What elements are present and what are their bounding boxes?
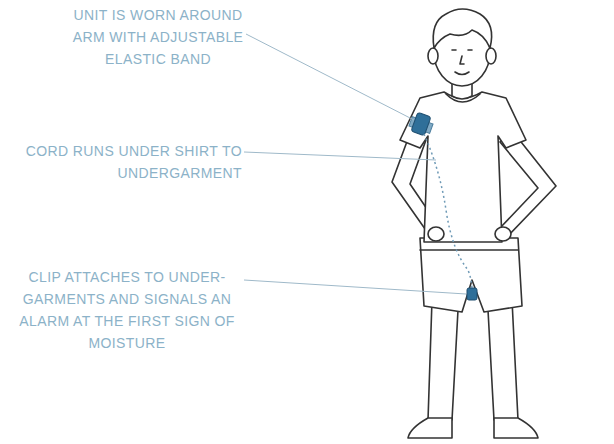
callout-text: UNIT IS WORN AROUND ARM WITH ADJUSTABLE …: [72, 4, 244, 70]
leader-line: [244, 280, 466, 294]
callout-text: CLIP ATTACHES TO UNDER- GARMENTS AND SIG…: [10, 266, 244, 354]
alarm-unit: [411, 112, 431, 136]
left-ear: [428, 48, 438, 64]
face: [452, 50, 472, 75]
t-shirt: [400, 92, 526, 242]
shorts: [420, 238, 522, 312]
right-leg: [488, 300, 518, 420]
shorts-band: [420, 249, 518, 251]
callout-text: CORD RUNS UNDER SHIRT TO UNDERGARMENT: [14, 140, 242, 184]
right-ear: [486, 48, 496, 64]
left-hand: [428, 227, 444, 241]
leader-line: [244, 152, 436, 160]
left-foot: [408, 418, 452, 438]
hair: [433, 9, 491, 48]
moisture-clip: [467, 288, 477, 300]
right-foot: [494, 418, 538, 438]
right-hand: [495, 227, 511, 241]
cord: [424, 134, 472, 290]
left-leg: [428, 300, 458, 420]
leader-line: [246, 34, 414, 120]
